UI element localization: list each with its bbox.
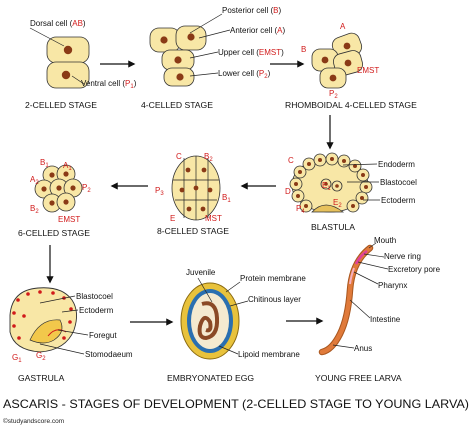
two-celled-stage: Dorsal cell (AB) Ventral cell (P1) 2-CEL… [25, 19, 137, 110]
cell-a2-label: A2 [30, 175, 39, 186]
embryonated-egg-label: EMBRYONATED EGG [167, 373, 254, 383]
ectoderm-label: Ectoderm [381, 196, 416, 205]
anterior-cell-label: Anterior cell (A) [230, 26, 285, 35]
cell-p3-label: P3 [155, 186, 164, 197]
cell-g1-label: G1 [12, 353, 22, 364]
anus-label: Anus [354, 344, 372, 353]
cell-e-label: E [170, 214, 175, 223]
lower-cell-label: Lower cell (P2) [218, 69, 271, 80]
cell-b1-label: B1 [222, 193, 231, 204]
pharynx-label: Pharynx [378, 281, 407, 290]
cell-e2-label: E2 [333, 198, 342, 209]
cell-b1-label: B1 [40, 158, 49, 169]
intestine-label: Intestine [370, 315, 401, 324]
cell-mst-label: MST [205, 214, 222, 223]
four-celled-stage: Posterior cell (B) Anterior cell (A) Upp… [141, 6, 285, 110]
posterior-cell-label: Posterior cell (B) [222, 6, 281, 15]
blastocoel-label: Blastocoel [76, 292, 113, 301]
cell-d-label: D [285, 187, 291, 196]
excretory-pore-label: Excretory pore [388, 265, 441, 274]
ventral-cell-label: Ventral cell (P1) [81, 79, 137, 90]
stomodaeum-label: Stomodaeum [85, 350, 133, 359]
dorsal-cell-label: Dorsal cell (AB) [30, 19, 86, 28]
foregut-label: Foregut [89, 331, 117, 340]
cell-a1-label: A1 [63, 161, 72, 172]
cell-g2-label: G2 [36, 351, 46, 362]
cell-emst-label: EMST [357, 66, 379, 75]
ectoderm-label: Ectoderm [79, 306, 114, 315]
upper-cell-label: Upper cell (EMST) [218, 48, 284, 57]
cell-e1-label: E1 [322, 181, 331, 192]
gastrula-stage: Blastocoel Ectoderm Foregut Stomodaeum G… [9, 287, 133, 383]
cell-b2-label: B2 [30, 204, 39, 215]
blastula-stage: Endoderm Blastocoel Ectoderm C D E1 E2 P… [285, 152, 417, 232]
blastocoel-label: Blastocoel [380, 178, 417, 187]
six-celled-stage: B1 A1 A2 P2 B2 EMST 6-CELLED STAGE [18, 158, 91, 238]
eight-celled-stage: C B2 P3 B1 E MST 8-CELLED STAGE [155, 152, 231, 236]
cell-p4-label: P4 [296, 204, 305, 215]
watermark-text: ©studyandscore.com [3, 417, 64, 425]
chitinous-layer-label: Chitinous layer [248, 295, 301, 304]
protein-membrane-label: Protein membrane [240, 274, 306, 283]
mouth-label: Mouth [374, 236, 396, 245]
gastrula-cell-dots [12, 290, 73, 340]
cell-b2-label: B2 [204, 152, 213, 163]
young-free-larva-stage: Mouth Nerve ring Excretory pore Pharynx … [315, 236, 441, 383]
blastula-cells [289, 152, 373, 213]
nerve-ring-label: Nerve ring [384, 252, 421, 261]
young-free-larva-label: YOUNG FREE LARVA [315, 373, 402, 383]
two-celled-stage-label: 2-CELLED STAGE [25, 100, 97, 110]
gastrula-label: GASTRULA [18, 373, 65, 383]
juvenile-label: Juvenile [186, 268, 216, 277]
four-celled-stage-label: 4-CELLED STAGE [141, 100, 213, 110]
cell-a-label: A [340, 22, 346, 31]
eight-celled-stage-label: 8-CELLED STAGE [157, 226, 229, 236]
cell-b-label: B [301, 45, 306, 54]
rhomboidal-stage-label: RHOMBOIDAL 4-CELLED STAGE [285, 100, 417, 110]
cell-c-label: C [288, 156, 294, 165]
rhomboidal-four-celled-stage: A B EMST P2 RHOMBOIDAL 4-CELLED STAGE [285, 22, 417, 110]
cell-p2-label: P2 [329, 89, 338, 100]
cell-c-label: C [176, 152, 182, 161]
blastula-label: BLASTULA [311, 222, 355, 232]
diagram-title: ASCARIS - STAGES OF DEVELOPMENT (2-CELLE… [3, 397, 469, 411]
endoderm-label: Endoderm [378, 160, 415, 169]
six-celled-stage-label: 6-CELLED STAGE [18, 228, 90, 238]
cell-p2-label: P2 [82, 183, 91, 194]
embryonated-egg-stage: Juvenile Protein membrane Chitinous laye… [167, 268, 306, 383]
cell-emst-label: EMST [58, 215, 80, 224]
lipoid-membrane-label: Lipoid membrane [238, 350, 300, 359]
